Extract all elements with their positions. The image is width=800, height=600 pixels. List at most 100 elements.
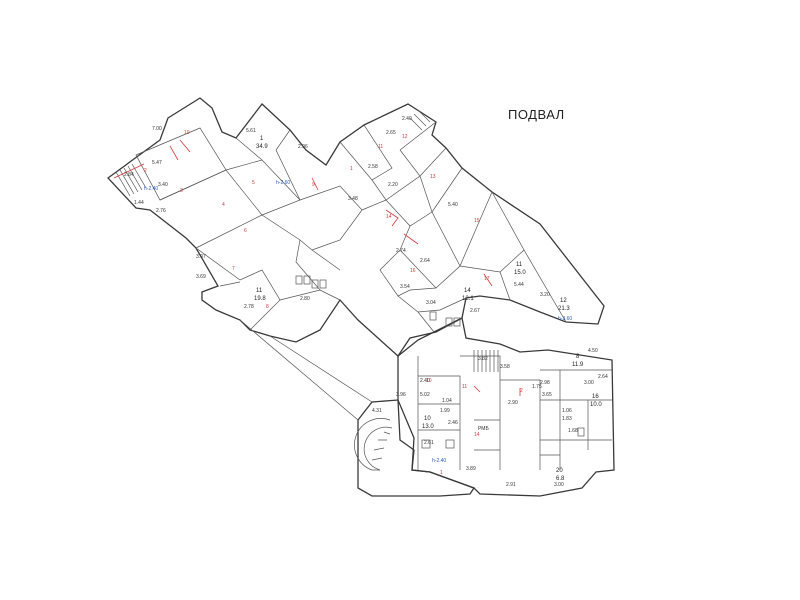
- red-room-label: 7: [232, 266, 235, 272]
- height-mark: h-2.40: [144, 186, 158, 192]
- room-number: 14: [464, 288, 471, 294]
- sanitary-fixtures: [295, 275, 585, 449]
- red-room-label: 3: [180, 188, 183, 194]
- dimension-label: 1.75: [532, 384, 542, 390]
- special-labels: РМБ: [478, 426, 489, 432]
- red-room-label: 17: [484, 276, 490, 282]
- dimension-label: 2.40: [420, 378, 430, 384]
- room-number: 16: [592, 394, 599, 400]
- dimension-label: 1.04: [442, 398, 452, 404]
- dimension-label: 2.96: [298, 144, 308, 150]
- room-number: 1: [260, 136, 264, 142]
- dimension-label: 2.46: [448, 420, 458, 426]
- dimension-label: 5.44: [514, 282, 524, 288]
- red-room-label: 14: [474, 432, 480, 438]
- dimension-labels: 7.00 5.47 3.40 2.84 1.44 2.76 5.61 2.96 …: [124, 116, 608, 488]
- dimension-label: 5.02: [420, 392, 430, 398]
- red-room-label: 9: [312, 182, 315, 188]
- room-area: 15.0: [514, 270, 526, 276]
- staircase-ne: [409, 109, 431, 131]
- room-area: 12.1: [462, 296, 474, 302]
- red-room-label: 1: [350, 166, 353, 172]
- red-room-label: 10: [184, 130, 190, 136]
- staircase-spiral: [354, 418, 393, 471]
- room-number: 10: [424, 416, 431, 422]
- dimension-label: 3.54: [400, 284, 410, 290]
- red-markups: [169, 139, 521, 396]
- dimension-label: 2.40: [402, 116, 412, 122]
- red-room-label: 14: [386, 214, 392, 220]
- red-room-label: 10: [426, 378, 432, 384]
- dimension-label: 2.65: [386, 130, 396, 136]
- room-label-rmb: РМБ: [478, 426, 489, 432]
- room-area: 10.0: [590, 402, 602, 408]
- dimension-label: 5.61: [246, 128, 256, 134]
- height-marks: h-2.40 h-2.60 h-3.60 h-2.40: [144, 180, 572, 464]
- floor-title: ПОДВАЛ: [508, 107, 565, 122]
- room-area: 34.9: [256, 144, 268, 150]
- dimension-label: 2.64: [598, 374, 608, 380]
- dimension-label: 3.89: [466, 466, 476, 472]
- dimension-label: 3.65: [542, 392, 552, 398]
- dimension-label: 3.04: [426, 300, 436, 306]
- red-room-label: 5: [252, 180, 255, 186]
- dimension-label: 3.58: [500, 364, 510, 370]
- height-mark: h-3.60: [558, 316, 572, 322]
- room-number: 20: [556, 468, 563, 474]
- room-number: 12: [560, 298, 567, 304]
- room-area: 19.8: [254, 296, 266, 302]
- dimension-label: 2.78: [244, 304, 254, 310]
- dimension-label: 5.40: [448, 202, 458, 208]
- interior-walls: [135, 121, 612, 470]
- dimension-label: 2.76: [156, 208, 166, 214]
- red-room-label: 15: [474, 218, 480, 224]
- red-room-label: 16: [410, 268, 416, 274]
- red-room-labels: 10 2 3 4 5 6 7 8 9 1 11 12 13 14 15 16 1…: [144, 130, 523, 476]
- room-number: 8: [576, 354, 580, 360]
- height-mark: h-2.40: [432, 458, 446, 464]
- dimension-label: 2.61: [424, 440, 434, 446]
- dimension-label: 3.00: [584, 380, 594, 386]
- room-labels: 1 34.9 11 19.8 11 15.0 12 21.3 8 11.9 16…: [254, 136, 602, 482]
- dimension-label: 2.64: [420, 258, 430, 264]
- dimension-label: 3.97: [196, 254, 206, 260]
- dimension-label: 1.68: [568, 428, 578, 434]
- room-number: 11: [516, 262, 523, 268]
- building-outline: [107, 97, 615, 497]
- dimension-label: 2.91: [506, 482, 516, 488]
- dimension-label: 2.67: [470, 308, 480, 314]
- dimension-label: 2.20: [388, 182, 398, 188]
- room-area: 13.0: [422, 424, 434, 430]
- red-room-label: 11: [462, 384, 467, 390]
- red-room-label: 6: [244, 228, 247, 234]
- dimension-label: 2.98: [540, 380, 550, 386]
- height-mark: h-2.60: [276, 180, 290, 186]
- dimension-label: 2.90: [508, 400, 518, 406]
- dimension-label: 2.74: [396, 248, 406, 254]
- red-room-label: 2: [144, 168, 147, 174]
- dimension-label: 2.58: [368, 164, 378, 170]
- dimension-label: 2.80: [300, 296, 310, 302]
- dimension-label: 1.83: [562, 416, 572, 422]
- dimension-label: 1.44: [134, 200, 144, 206]
- dimension-label: 3.69: [196, 274, 206, 280]
- red-room-label: 12: [402, 134, 408, 140]
- room-number: 11: [256, 288, 263, 294]
- dimension-label: 3.40: [158, 182, 168, 188]
- dimension-label: 4.50: [588, 348, 598, 354]
- dimension-label: 3.00: [554, 482, 564, 488]
- dimension-label: 4.31: [372, 408, 382, 414]
- dimension-label: 1.06: [562, 408, 572, 414]
- dimension-label: 3.20: [540, 292, 550, 298]
- staircase-west: [113, 163, 147, 197]
- dimension-label: 5.47: [152, 160, 162, 166]
- dimension-label: 3.96: [396, 392, 406, 398]
- red-room-label: 4: [222, 202, 225, 208]
- dimension-label: 3.48: [348, 196, 358, 202]
- room-area: 11.9: [572, 362, 584, 368]
- dimension-label: 1.99: [440, 408, 450, 414]
- dimension-label: 7.00: [152, 126, 162, 132]
- dimension-label: 3.82: [478, 356, 488, 362]
- red-room-label: 1: [440, 470, 443, 476]
